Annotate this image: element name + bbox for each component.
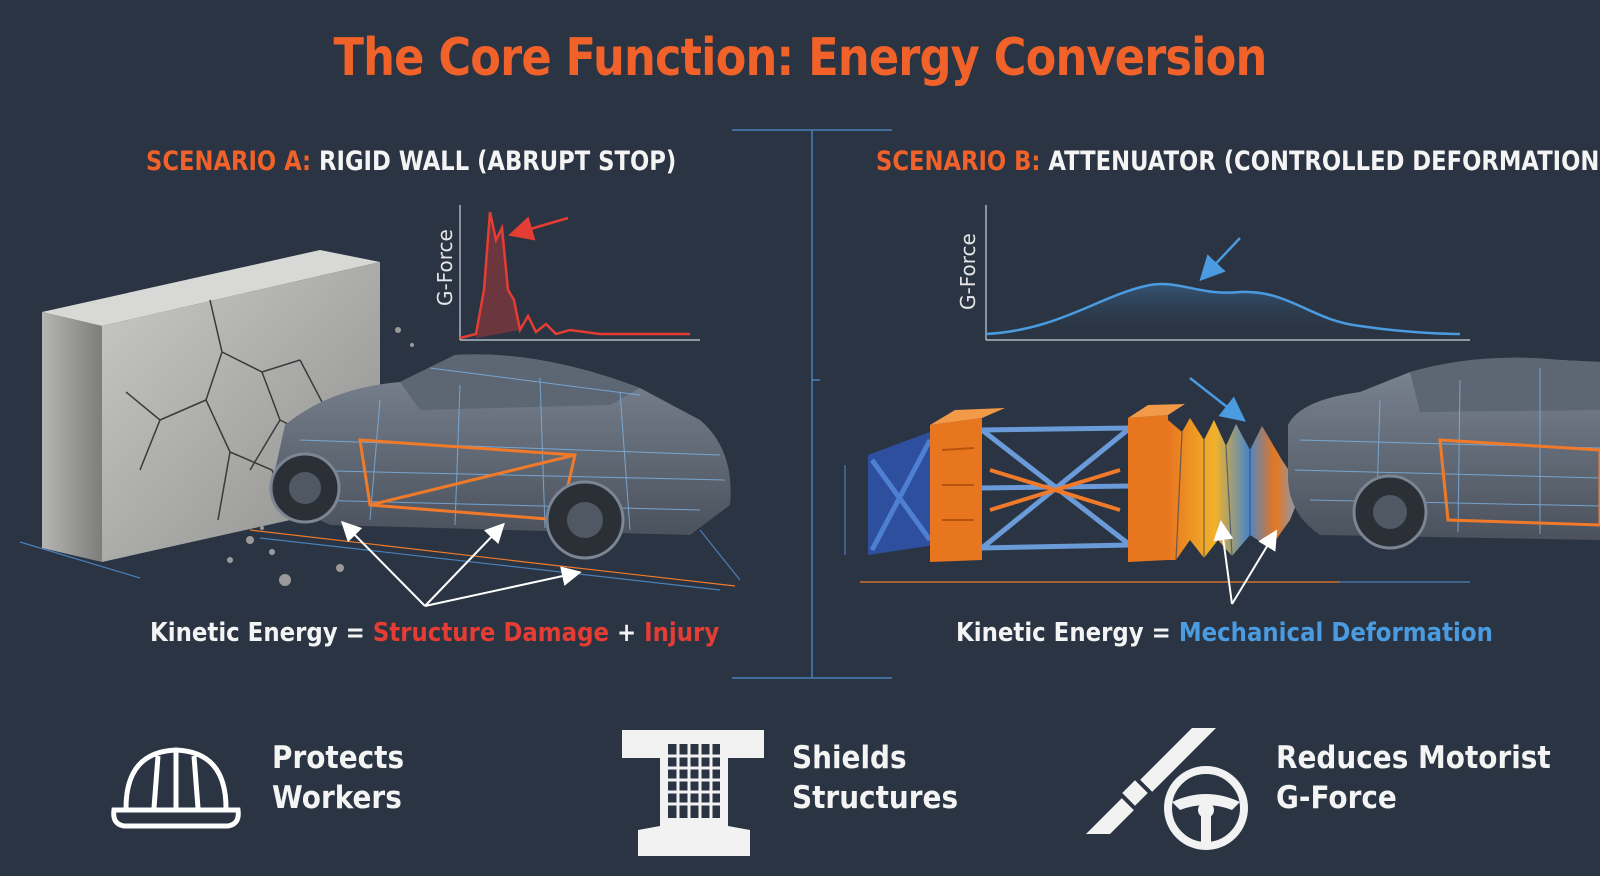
benefit-shields-structures: Shields Structures [792,738,958,818]
impact-arrow-b [1189,377,1246,422]
seatbelt-steering-icon [1082,726,1252,860]
equation-b: Kinetic Energy = Mechanical Deformation [956,618,1493,648]
crash-attenuator [868,404,1302,562]
center-divider [732,129,892,679]
equation-a-term-damage: Structure Damage [372,618,609,648]
scenario-a-label: RIGID WALL (ABRUPT STOP) [319,146,677,177]
dimension-lines-a [19,529,741,591]
dimension-lines-b [844,465,1470,583]
benefit-1-line1: Protects [272,740,405,776]
benefit-protects-workers: Protects Workers [272,738,404,818]
hard-hat-icon [108,738,244,838]
benefit-1-line2: Workers [272,780,402,816]
graph-b-axis-label: G-Force [956,233,980,310]
benefit-2-line1: Shields [792,740,907,776]
equation-b-term-deformation: Mechanical Deformation [1178,618,1493,648]
equation-a-plus: + [616,618,637,648]
bridge-pier-icon [620,728,766,862]
debris [227,327,414,586]
scenario-b-heading: SCENARIO B: ATTENUATOR (CONTROLLED DEFOR… [876,146,1600,177]
benefit-3-line1: Reduces Motorist [1276,740,1551,776]
scenario-b-label: ATTENUATOR (CONTROLLED DEFORMATION) [1048,146,1600,177]
pointer-arrows-b [1213,520,1278,605]
graph-a-axis-label: G-Force [433,229,457,306]
scenario-a-heading: SCENARIO A: RIGID WALL (ABRUPT STOP) [146,146,676,177]
car-scenario-a [269,354,731,560]
page-title: The Core Function: Energy Conversion [333,28,1268,88]
benefit-reduces-gforce: Reduces Motorist G-Force [1276,738,1551,818]
benefit-3-line2: G-Force [1276,780,1397,816]
car-scenario-b [1288,357,1600,550]
scenario-b-prefix: SCENARIO B: [876,146,1041,177]
equation-a-term-injury: Injury [644,618,720,648]
equation-b-lhs: Kinetic Energy = [956,618,1171,648]
equation-a: Kinetic Energy = Structure Damage + Inju… [150,618,719,648]
gforce-graph-b [985,205,1470,341]
benefit-2-line2: Structures [792,780,959,816]
scenario-a-prefix: SCENARIO A: [146,146,312,177]
equation-a-lhs: Kinetic Energy = [150,618,365,648]
gforce-graph-a [459,205,700,341]
pointer-arrows-a [340,520,582,607]
